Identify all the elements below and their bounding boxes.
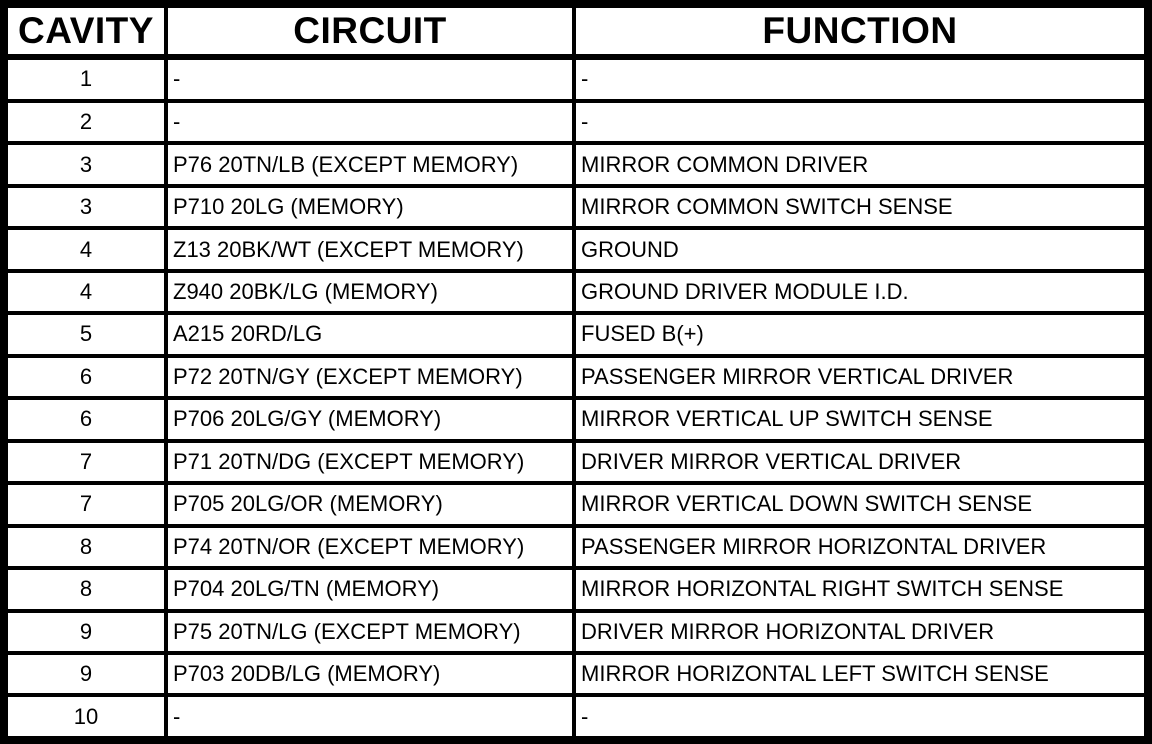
cavity-value: 6	[4, 353, 168, 401]
table-row: 5 A215 20RD/LG FUSED B(+)	[4, 311, 1148, 358]
table-row: 8 P74 20TN/OR (EXCEPT MEMORY) PASSENGER …	[4, 523, 1148, 571]
cavity-value: 2	[4, 98, 168, 146]
circuit-value: Z13 20BK/WT (EXCEPT MEMORY)	[164, 226, 576, 273]
table-row: 9 P75 20TN/LG (EXCEPT MEMORY) DRIVER MIR…	[4, 608, 1148, 655]
header-cavity: CAVITY	[4, 4, 168, 60]
cavity-value: 7	[4, 438, 168, 486]
cavity-value: 9	[4, 608, 168, 655]
circuit-value: P705 20LG/OR (MEMORY)	[164, 481, 576, 528]
function-value: MIRROR HORIZONTAL LEFT SWITCH SENSE	[572, 650, 1148, 698]
table-row: 2 - -	[4, 98, 1148, 146]
table-row: 4 Z940 20BK/LG (MEMORY) GROUND DRIVER MO…	[4, 268, 1148, 316]
function-value: MIRROR VERTICAL UP SWITCH SENSE	[572, 396, 1148, 443]
table-row: 3 P710 20LG (MEMORY) MIRROR COMMON SWITC…	[4, 183, 1148, 231]
circuit-value: -	[164, 98, 576, 146]
cavity-value: 4	[4, 226, 168, 273]
function-value: DRIVER MIRROR HORIZONTAL DRIVER	[572, 608, 1148, 655]
cavity-value: 10	[4, 693, 168, 740]
circuit-value: P710 20LG (MEMORY)	[164, 183, 576, 231]
circuit-value: -	[164, 55, 576, 103]
cavity-value: 3	[4, 183, 168, 231]
table-row: 1 - -	[4, 55, 1148, 103]
table-row: 9 P703 20DB/LG (MEMORY) MIRROR HORIZONTA…	[4, 650, 1148, 698]
circuit-value: Z940 20BK/LG (MEMORY)	[164, 268, 576, 316]
function-value: PASSENGER MIRROR HORIZONTAL DRIVER	[572, 523, 1148, 571]
function-value: -	[572, 55, 1148, 103]
cavity-value: 8	[4, 566, 168, 613]
header-circuit: CIRCUIT	[164, 4, 576, 60]
cavity-value: 5	[4, 311, 168, 358]
function-value: MIRROR VERTICAL DOWN SWITCH SENSE	[572, 481, 1148, 528]
table-row: 7 P71 20TN/DG (EXCEPT MEMORY) DRIVER MIR…	[4, 438, 1148, 486]
circuit-value: P71 20TN/DG (EXCEPT MEMORY)	[164, 438, 576, 486]
function-value: FUSED B(+)	[572, 311, 1148, 358]
table-row: 6 P72 20TN/GY (EXCEPT MEMORY) PASSENGER …	[4, 353, 1148, 401]
function-value: -	[572, 98, 1148, 146]
function-value: MIRROR HORIZONTAL RIGHT SWITCH SENSE	[572, 566, 1148, 613]
header-row: CAVITY CIRCUIT FUNCTION	[4, 4, 1148, 60]
function-value: GROUND	[572, 226, 1148, 273]
circuit-value: P75 20TN/LG (EXCEPT MEMORY)	[164, 608, 576, 655]
circuit-value: P704 20LG/TN (MEMORY)	[164, 566, 576, 613]
circuit-value: P76 20TN/LB (EXCEPT MEMORY)	[164, 141, 576, 188]
header-function: FUNCTION	[572, 4, 1148, 60]
cavity-value: 4	[4, 268, 168, 316]
function-value: MIRROR COMMON DRIVER	[572, 141, 1148, 188]
circuit-value: P706 20LG/GY (MEMORY)	[164, 396, 576, 443]
cavity-value: 6	[4, 396, 168, 443]
function-value: DRIVER MIRROR VERTICAL DRIVER	[572, 438, 1148, 486]
table-row: 6 P706 20LG/GY (MEMORY) MIRROR VERTICAL …	[4, 396, 1148, 443]
circuit-value: A215 20RD/LG	[164, 311, 576, 358]
cavity-value: 7	[4, 481, 168, 528]
table-row: 8 P704 20LG/TN (MEMORY) MIRROR HORIZONTA…	[4, 566, 1148, 613]
circuit-value: P703 20DB/LG (MEMORY)	[164, 650, 576, 698]
table-row: 7 P705 20LG/OR (MEMORY) MIRROR VERTICAL …	[4, 481, 1148, 528]
circuit-value: P72 20TN/GY (EXCEPT MEMORY)	[164, 353, 576, 401]
connector-pinout-table: CAVITY CIRCUIT FUNCTION 1 - - 2 - - 3 P7…	[4, 4, 1148, 740]
function-value: GROUND DRIVER MODULE I.D.	[572, 268, 1148, 316]
function-value: -	[572, 693, 1148, 740]
circuit-value: -	[164, 693, 576, 740]
cavity-value: 3	[4, 141, 168, 188]
cavity-value: 9	[4, 650, 168, 698]
cavity-value: 1	[4, 55, 168, 103]
function-value: MIRROR COMMON SWITCH SENSE	[572, 183, 1148, 231]
table-row: 10 - -	[4, 693, 1148, 740]
cavity-value: 8	[4, 523, 168, 571]
function-value: PASSENGER MIRROR VERTICAL DRIVER	[572, 353, 1148, 401]
circuit-value: P74 20TN/OR (EXCEPT MEMORY)	[164, 523, 576, 571]
table-row: 3 P76 20TN/LB (EXCEPT MEMORY) MIRROR COM…	[4, 141, 1148, 188]
table-row: 4 Z13 20BK/WT (EXCEPT MEMORY) GROUND	[4, 226, 1148, 273]
